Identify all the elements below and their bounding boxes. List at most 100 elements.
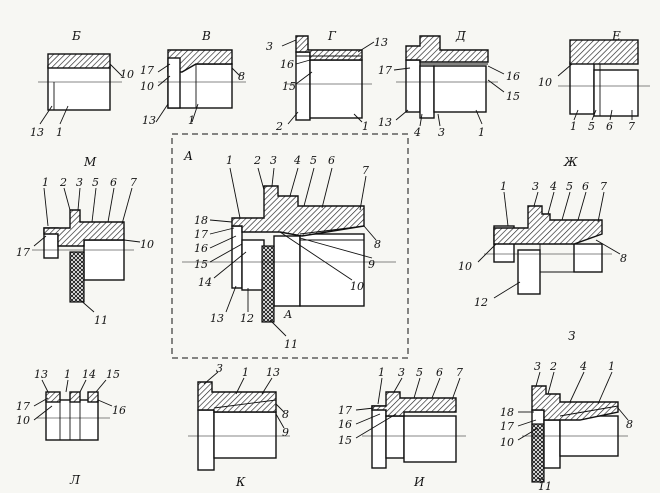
variant-i-title: И bbox=[413, 475, 425, 489]
variant-a-label-17: 17 bbox=[194, 228, 208, 241]
variant-v-label-13: 13 bbox=[142, 114, 156, 127]
variant-g-label-1: 1 bbox=[362, 120, 369, 133]
variant-a-label-4: 4 bbox=[293, 154, 301, 167]
variant-i-label-16: 16 bbox=[338, 418, 352, 431]
variant-v-title: В bbox=[201, 29, 211, 43]
variant-d-label-1: 1 bbox=[478, 126, 485, 139]
variant-l: Л 13 1 14 15 17 10 16 bbox=[16, 368, 126, 487]
section-mark: А bbox=[283, 308, 292, 321]
variant-b-title: Б bbox=[71, 29, 81, 43]
variant-i-label-15: 15 bbox=[338, 434, 352, 447]
variant-e-label-6: 6 bbox=[606, 120, 613, 133]
variant-l-label-16: 16 bbox=[112, 404, 126, 417]
variant-v-label-1: 1 bbox=[188, 114, 195, 127]
variant-z-label-2: 2 bbox=[549, 360, 557, 373]
variant-a-label-6: 6 bbox=[328, 154, 335, 167]
variant-z: З 3 2 4 1 18 17 10 8 11 bbox=[500, 329, 633, 493]
variant-m-label-6: 6 bbox=[110, 176, 117, 189]
variant-d-title: Д bbox=[455, 29, 466, 43]
variant-k-title: К bbox=[235, 475, 246, 489]
variant-d-label-16: 16 bbox=[506, 70, 520, 83]
variant-a-label-14: 14 bbox=[198, 276, 212, 289]
variant-z-label-3: 3 bbox=[534, 360, 541, 373]
variant-a-label-3: 3 bbox=[270, 154, 277, 167]
variant-k-label-8: 8 bbox=[282, 408, 289, 421]
variant-i-label-1: 1 bbox=[378, 366, 385, 379]
variant-k-label-13: 13 bbox=[266, 366, 280, 379]
variant-k-label-3: 3 bbox=[216, 362, 223, 375]
variant-z-label-10: 10 bbox=[500, 436, 514, 449]
variant-m-label-11: 11 bbox=[94, 314, 108, 327]
variant-i-label-5: 5 bbox=[416, 366, 423, 379]
variant-a-label-18: 18 bbox=[194, 214, 208, 227]
variant-zh-title: Ж bbox=[563, 155, 578, 169]
variant-g-label-13: 13 bbox=[374, 36, 388, 49]
variant-m-label-10: 10 bbox=[140, 238, 154, 251]
variant-zh-label-12: 12 bbox=[474, 296, 488, 309]
variant-zh-label-10: 10 bbox=[458, 260, 472, 273]
variant-zh-label-7: 7 bbox=[600, 180, 607, 193]
variant-m-label-17: 17 bbox=[16, 246, 30, 259]
variant-a-label-7: 7 bbox=[362, 164, 369, 177]
variant-l-label-17: 17 bbox=[16, 400, 30, 413]
variant-g-title: Г bbox=[327, 29, 337, 43]
variant-a-label-10: 10 bbox=[350, 280, 364, 293]
variant-a-label-2: 2 bbox=[253, 154, 261, 167]
variant-a-label-5: 5 bbox=[310, 154, 317, 167]
variant-m-label-2: 2 bbox=[59, 176, 67, 189]
variant-zh-label-6: 6 bbox=[582, 180, 589, 193]
variant-e-label-5: 5 bbox=[588, 120, 595, 133]
variant-m-label-1: 1 bbox=[42, 176, 49, 189]
variant-a-label-9: 9 bbox=[368, 258, 375, 271]
variant-z-label-17: 17 bbox=[500, 420, 514, 433]
variant-i: И 1 3 5 6 7 17 16 15 bbox=[338, 366, 466, 489]
variant-v: В 17 10 8 13 1 bbox=[140, 29, 246, 127]
variant-b-label-13: 13 bbox=[30, 126, 44, 139]
variant-m: М 1 2 3 5 6 7 17 10 11 bbox=[16, 155, 154, 327]
variant-v-label-8: 8 bbox=[238, 70, 245, 83]
variant-d-label-3: 3 bbox=[438, 126, 445, 139]
variant-m-label-3: 3 bbox=[76, 176, 83, 189]
variant-zh-label-4: 4 bbox=[549, 180, 557, 193]
variant-e-label-1: 1 bbox=[570, 120, 577, 133]
variant-k-label-9: 9 bbox=[282, 426, 289, 439]
variant-a-label-13: 13 bbox=[210, 312, 224, 325]
variant-v-label-17: 17 bbox=[140, 64, 154, 77]
variant-zh-label-8: 8 bbox=[620, 252, 627, 265]
variant-e: Е 10 1 5 6 7 bbox=[538, 29, 650, 133]
variant-zh-label-5: 5 bbox=[566, 180, 573, 193]
variant-z-label-11: 11 bbox=[538, 480, 552, 493]
variant-e-title: Е bbox=[611, 29, 621, 43]
variant-i-label-17: 17 bbox=[338, 404, 352, 417]
variant-a-title: А bbox=[183, 149, 193, 163]
variant-g-label-15: 15 bbox=[282, 80, 296, 93]
variant-zh-label-1: 1 bbox=[500, 180, 507, 193]
variant-m-label-7: 7 bbox=[130, 176, 137, 189]
variant-e-label-7: 7 bbox=[628, 120, 635, 133]
variant-z-label-4: 4 bbox=[579, 360, 587, 373]
variant-a-label-1: 1 bbox=[226, 154, 233, 167]
variant-a-label-8: 8 bbox=[374, 238, 381, 251]
variant-z-label-18: 18 bbox=[500, 406, 514, 419]
variant-a-label-15: 15 bbox=[194, 258, 208, 271]
variant-k: К 3 1 13 8 9 bbox=[188, 362, 290, 489]
variant-l-label-1: 1 bbox=[64, 368, 71, 381]
variant-g-label-16: 16 bbox=[280, 58, 294, 71]
variant-k-label-1: 1 bbox=[242, 366, 249, 379]
variant-d-label-13: 13 bbox=[378, 116, 392, 129]
variant-m-title: М bbox=[83, 155, 97, 169]
variant-a-label-12: 12 bbox=[240, 312, 254, 325]
variant-g-label-2: 2 bbox=[275, 120, 283, 133]
variant-a: А А 1 2 3 4 5 6 7 18 17 16 15 14 8 9 10 … bbox=[171, 133, 409, 359]
variant-d-label-4: 4 bbox=[413, 126, 421, 139]
variant-zh-label-3: 3 bbox=[532, 180, 539, 193]
variant-l-title: Л bbox=[69, 473, 81, 487]
variant-l-label-15: 15 bbox=[106, 368, 120, 381]
variant-i-label-6: 6 bbox=[436, 366, 443, 379]
variant-e-label-10: 10 bbox=[538, 76, 552, 89]
variant-m-label-5: 5 bbox=[92, 176, 99, 189]
variant-a-label-11: 11 bbox=[284, 338, 298, 351]
variant-zh: Ж 1 3 4 5 6 7 8 10 12 bbox=[458, 155, 627, 309]
variant-l-label-10: 10 bbox=[16, 414, 30, 427]
